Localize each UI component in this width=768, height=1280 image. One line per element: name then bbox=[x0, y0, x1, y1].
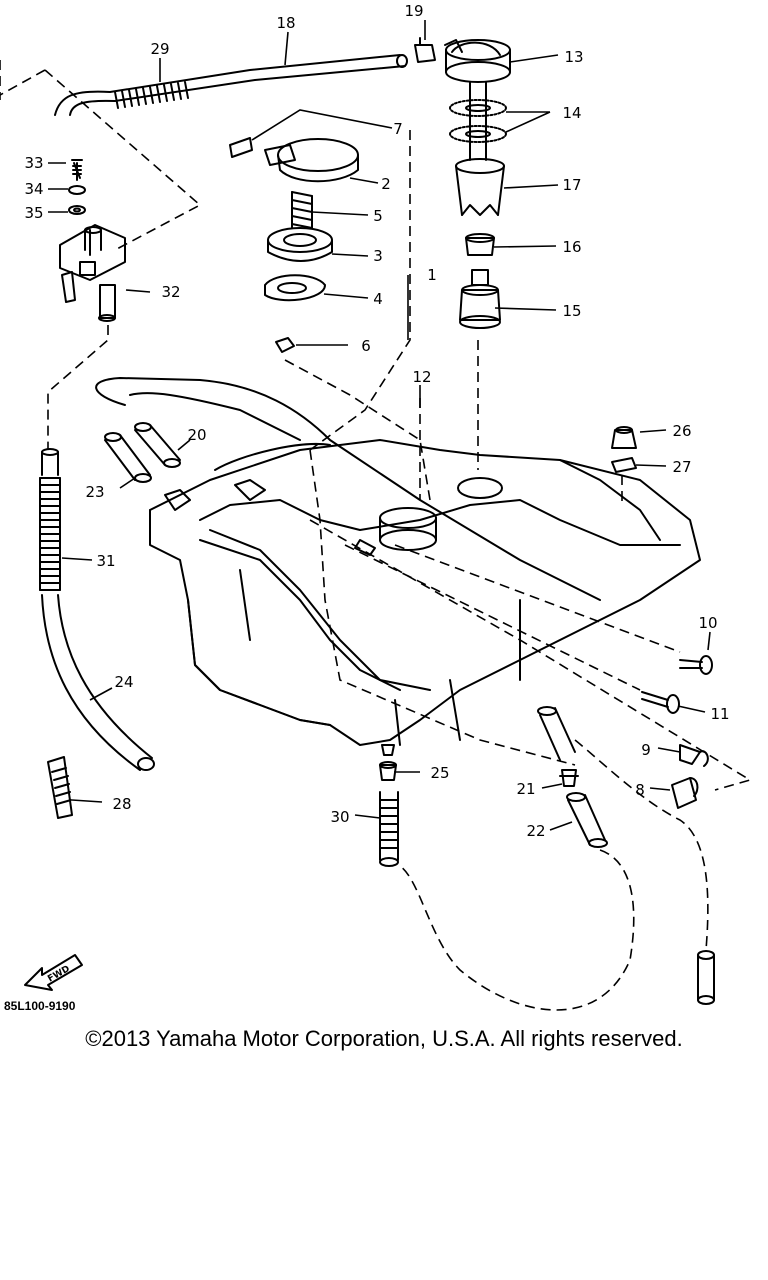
gauge-cap-13 bbox=[444, 39, 511, 83]
fwd-arrow-icon bbox=[24, 954, 83, 991]
seal-3 bbox=[267, 227, 333, 262]
filler-neck bbox=[354, 507, 437, 556]
callout-23: 23 bbox=[85, 483, 104, 501]
callout-24: 24 bbox=[114, 673, 133, 691]
fuel-cock-32 bbox=[59, 224, 126, 322]
bolt-10 bbox=[679, 655, 713, 675]
strap-28 bbox=[47, 756, 73, 819]
strap-7 bbox=[229, 137, 253, 158]
callout-4: 4 bbox=[373, 290, 383, 308]
vent-hose-loop bbox=[95, 377, 601, 601]
callout-17: 17 bbox=[562, 176, 581, 194]
nut-6 bbox=[275, 337, 295, 353]
fuel-hose-31 bbox=[39, 448, 61, 591]
grommet-8 bbox=[671, 777, 699, 809]
callout-31: 31 bbox=[96, 552, 115, 570]
callout-7: 7 bbox=[393, 120, 403, 138]
gauge-opening bbox=[457, 477, 503, 499]
callout-6: 6 bbox=[361, 337, 371, 355]
callout-8: 8 bbox=[635, 781, 645, 799]
callout-11: 11 bbox=[710, 705, 729, 723]
callout-34: 34 bbox=[24, 180, 43, 198]
lock-washer-34 bbox=[68, 185, 86, 195]
fuel-tank-exploded-view: 18 29 19 13 14 17 16 15 7 2 5 3 1 4 6 12… bbox=[0, 2, 752, 1013]
callout-2: 2 bbox=[381, 175, 391, 193]
callout-9: 9 bbox=[641, 741, 651, 759]
fitting-25 bbox=[379, 744, 397, 781]
hose-18 bbox=[54, 54, 408, 116]
float-tube-17 bbox=[455, 158, 505, 216]
float-15 bbox=[459, 269, 501, 329]
fuel-tube-24 bbox=[41, 594, 155, 771]
clip-9 bbox=[679, 744, 709, 767]
callout-35: 35 bbox=[24, 204, 43, 222]
hose-22 bbox=[566, 792, 608, 848]
clamp-19 bbox=[414, 37, 436, 63]
fitting-21 bbox=[559, 769, 579, 787]
callout-10: 10 bbox=[698, 614, 717, 632]
callout-3: 3 bbox=[373, 247, 383, 265]
callout-1: 1 bbox=[427, 266, 437, 284]
spring-5 bbox=[291, 191, 313, 229]
construction-lines bbox=[0, 60, 752, 1011]
callout-27: 27 bbox=[672, 458, 691, 476]
callouts: 18 29 19 13 14 17 16 15 7 2 5 3 1 4 6 12… bbox=[24, 2, 729, 840]
callout-33: 33 bbox=[24, 154, 43, 172]
screw-33 bbox=[71, 159, 83, 181]
clip-16 bbox=[465, 233, 495, 256]
callout-16: 16 bbox=[562, 238, 581, 256]
callout-30: 30 bbox=[330, 808, 349, 826]
callout-13: 13 bbox=[564, 48, 583, 66]
callout-26: 26 bbox=[672, 422, 691, 440]
bolt-11 bbox=[641, 691, 680, 714]
hose-spring-29 bbox=[114, 81, 189, 109]
washers-14 bbox=[449, 81, 507, 161]
callout-25: 25 bbox=[430, 764, 449, 782]
fwd-label: FWD bbox=[46, 964, 71, 984]
callout-28: 28 bbox=[112, 795, 131, 813]
callout-21: 21 bbox=[516, 780, 535, 798]
callout-22: 22 bbox=[526, 822, 545, 840]
washer-27 bbox=[611, 457, 637, 473]
gasket-4 bbox=[264, 274, 326, 302]
vent-tube-23 bbox=[104, 432, 152, 483]
vent-hose-inner bbox=[129, 392, 301, 441]
filler-cap-2 bbox=[264, 138, 359, 183]
callout-5: 5 bbox=[373, 207, 383, 225]
callout-20: 20 bbox=[187, 426, 206, 444]
callout-32: 32 bbox=[161, 283, 180, 301]
washer-35 bbox=[68, 205, 86, 215]
vent-tube-20 bbox=[134, 422, 181, 468]
callout-29: 29 bbox=[150, 40, 169, 58]
hose-30 bbox=[379, 791, 399, 867]
callout-19: 19 bbox=[404, 2, 423, 20]
copyright-notice: ©2013 Yamaha Motor Corporation, U.S.A. A… bbox=[85, 1026, 683, 1051]
callout-18: 18 bbox=[276, 14, 295, 32]
callout-15: 15 bbox=[562, 302, 581, 320]
cap-nut-26 bbox=[611, 426, 637, 449]
leader-lines bbox=[48, 20, 711, 831]
drawing-code: 85L100-9190 bbox=[4, 999, 76, 1013]
callout-14: 14 bbox=[562, 104, 581, 122]
callout-12: 12 bbox=[412, 368, 431, 386]
drain-tube bbox=[537, 706, 576, 761]
tube-end bbox=[697, 950, 715, 1005]
